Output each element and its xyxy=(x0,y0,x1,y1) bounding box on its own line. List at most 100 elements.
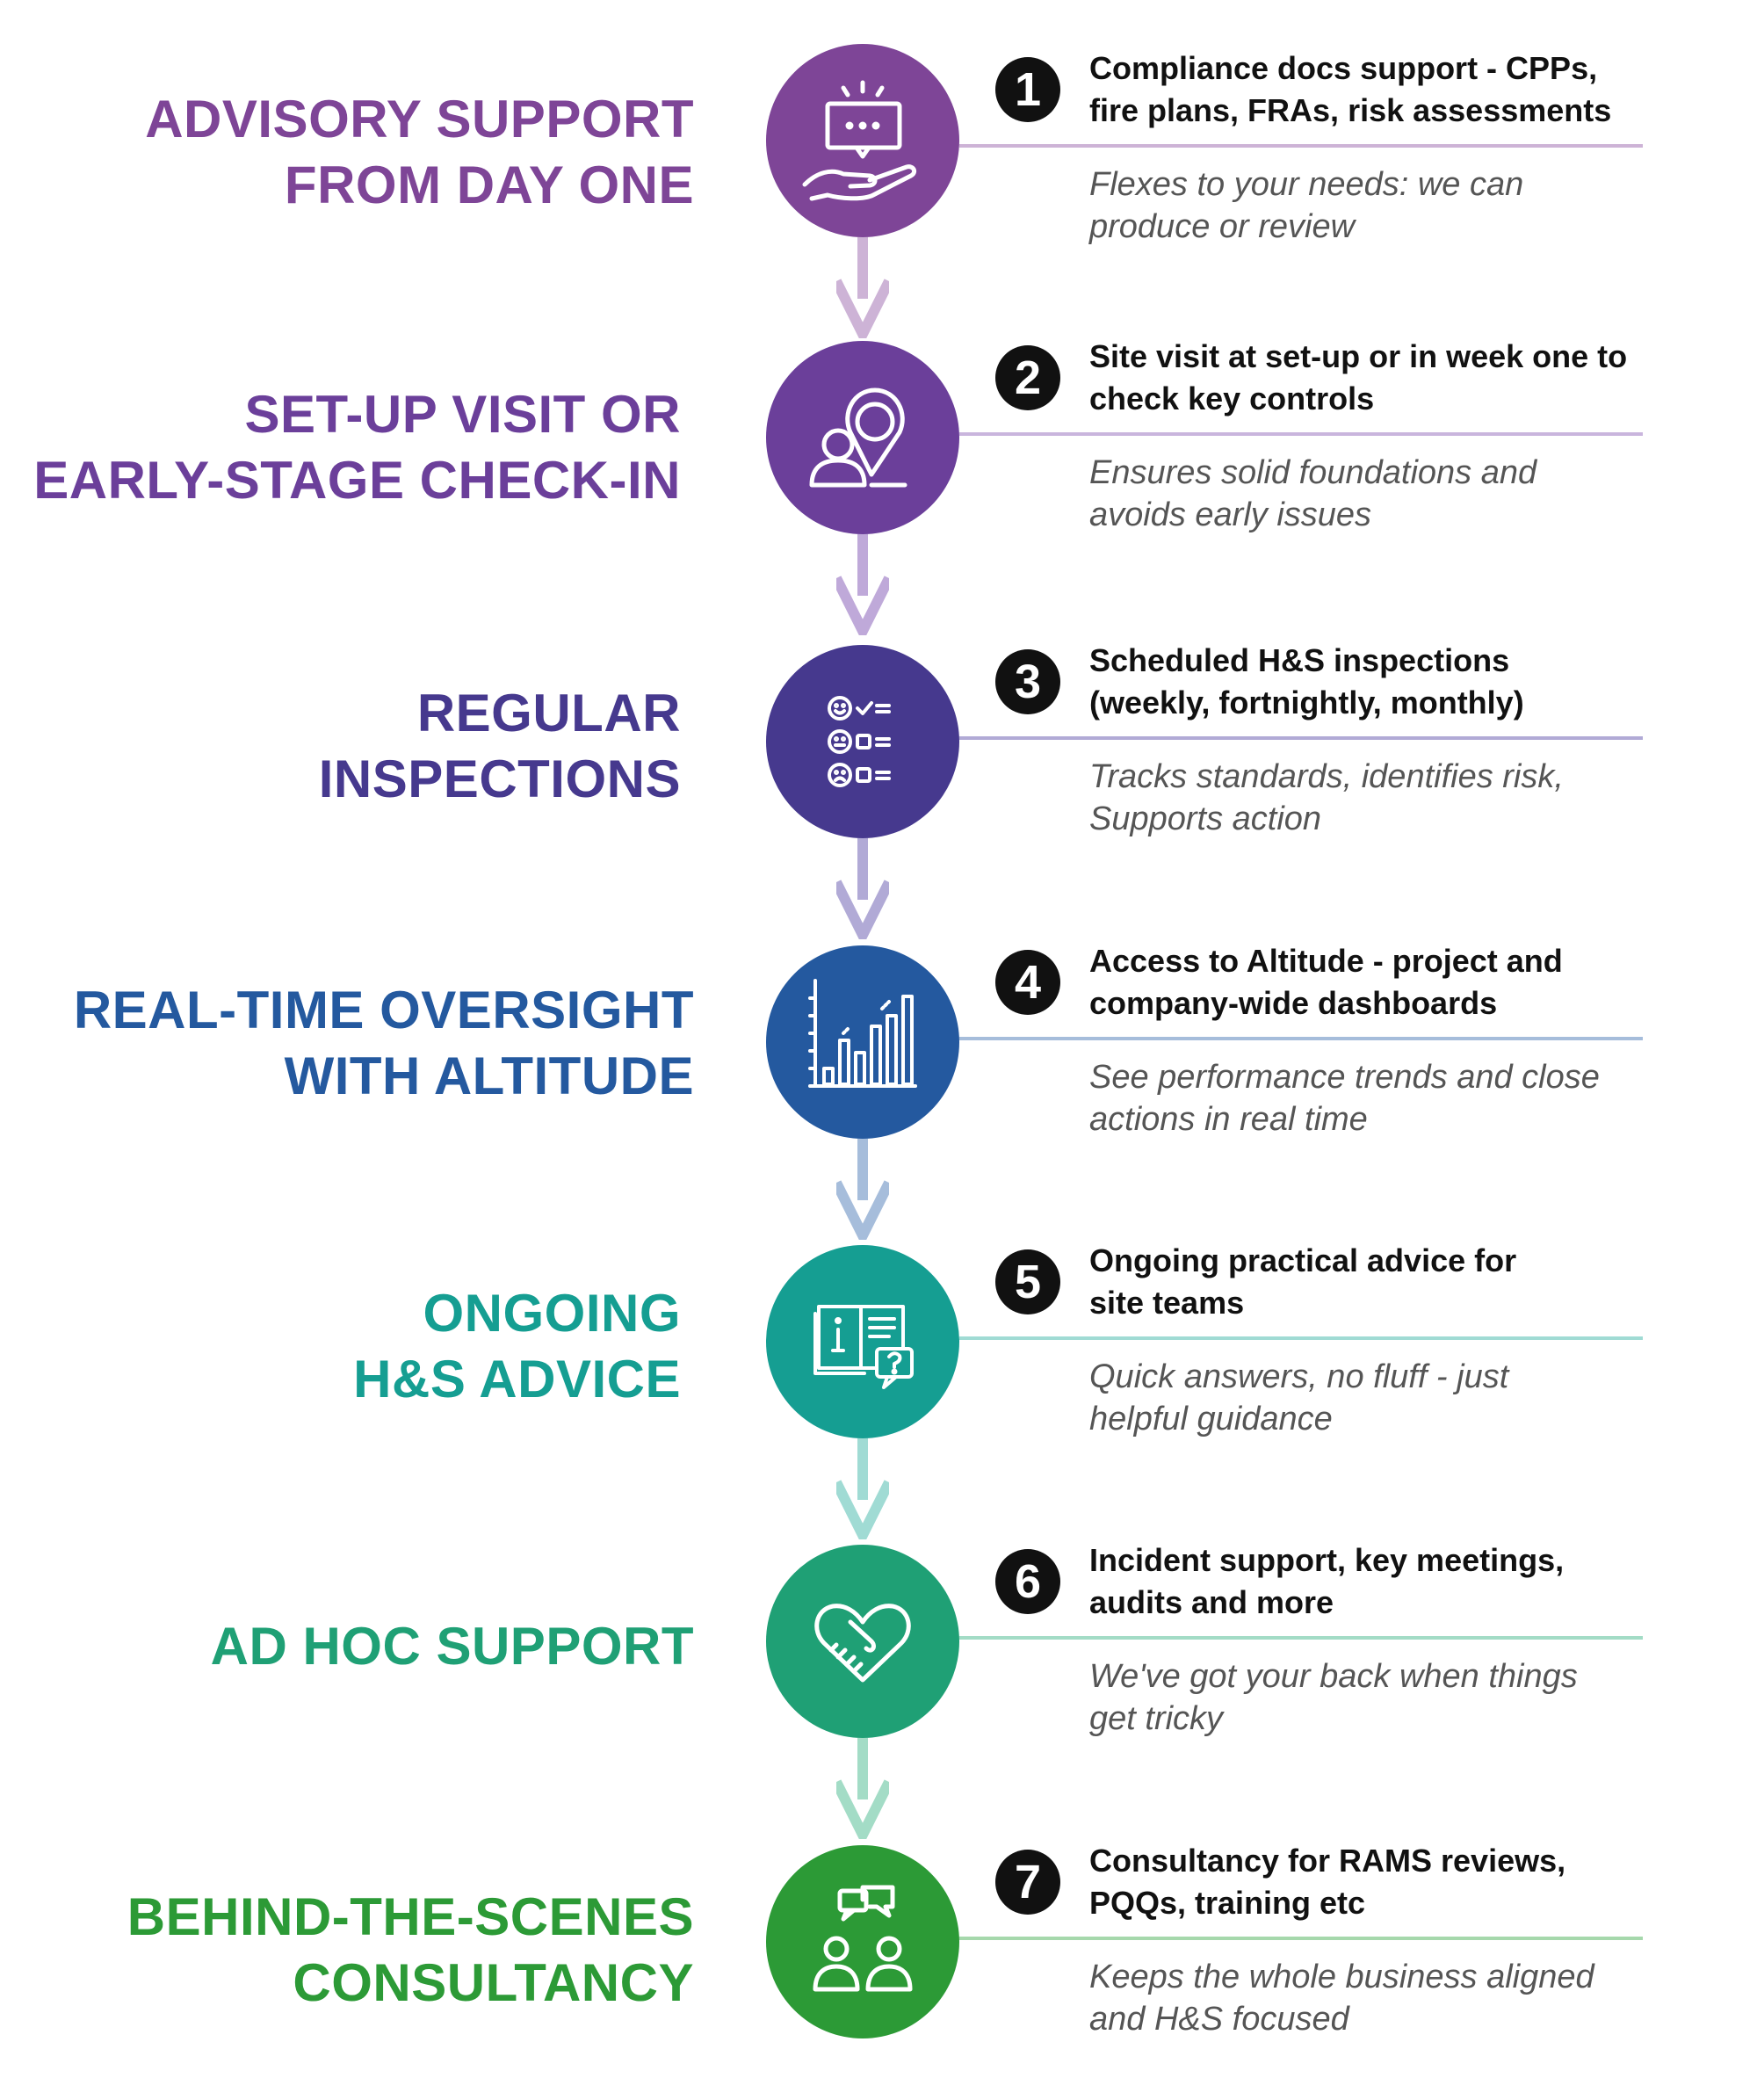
detail-line: avoids early issues xyxy=(1089,496,1372,533)
step-lead-text: Scheduled H&S inspections (weekly, fortn… xyxy=(1089,640,1722,724)
bar-chart-icon xyxy=(808,979,917,1088)
detail-line: actions in real time xyxy=(1089,1101,1368,1138)
step-number-badge: 3 xyxy=(995,649,1060,714)
step-lead-text: Consultancy for RAMS reviews, PQQs, trai… xyxy=(1089,1840,1722,1924)
step-detail-text: Quick answers, no fluff - just helpful g… xyxy=(1089,1356,1634,1440)
step-number-badge: 1 xyxy=(995,57,1060,122)
title-line: WITH ALTITUDE xyxy=(284,1046,694,1105)
step-7: BEHIND-THE-SCENES CONSULTANCY 7 Consulta… xyxy=(0,1801,1757,2100)
step-detail-text: Tracks standards, identifies risk, Suppo… xyxy=(1089,756,1634,840)
step-number-badge: 7 xyxy=(995,1850,1060,1915)
detail-line: Keeps the whole business aligned xyxy=(1089,1959,1594,1995)
detail-line: produce or review xyxy=(1089,208,1356,245)
title-line: FROM DAY ONE xyxy=(284,156,694,214)
title-line: ADVISORY SUPPORT xyxy=(145,90,694,148)
info-book-question-icon xyxy=(813,1305,914,1389)
step-detail-text: See performance trends and close actions… xyxy=(1089,1056,1634,1141)
divider-line xyxy=(959,1937,1643,1940)
divider-line xyxy=(959,432,1643,436)
hand-speech-bubble-icon xyxy=(802,80,917,201)
step-number-badge: 5 xyxy=(995,1249,1060,1314)
title-line: H&S ADVICE xyxy=(353,1350,681,1408)
title-line: SET-UP VISIT OR xyxy=(244,385,681,444)
down-arrow xyxy=(836,237,889,338)
step-lead-text: Compliance docs support - CPPs, fire pla… xyxy=(1089,47,1722,132)
down-arrow xyxy=(836,1438,889,1539)
lead-line: Access to Altitude - project and xyxy=(1089,943,1563,979)
step-detail-text: We've got your back when things get tric… xyxy=(1089,1655,1634,1740)
step-number-badge: 2 xyxy=(995,345,1060,410)
people-chat-icon xyxy=(813,1885,913,1992)
step-circle xyxy=(766,1245,959,1438)
lead-line: Incident support, key meetings, xyxy=(1089,1542,1565,1578)
divider-line xyxy=(959,1037,1643,1040)
step-title: SET-UP VISIT OR EARLY-STAGE CHECK-IN xyxy=(0,381,681,513)
detail-line: See performance trends and close xyxy=(1089,1059,1600,1096)
step-4: REAL-TIME OVERSIGHT WITH ALTITUDE 4 Acce… xyxy=(0,902,1757,1240)
step-number-badge: 4 xyxy=(995,950,1060,1015)
lead-line: check key controls xyxy=(1089,380,1375,416)
down-arrow xyxy=(836,838,889,939)
divider-line xyxy=(959,1636,1643,1640)
title-line: CONSULTANCY xyxy=(293,1953,694,2012)
title-line: AD HOC SUPPORT xyxy=(210,1617,694,1676)
step-3: REGULAR INSPECTIONS 3 Scheduled H&S insp… xyxy=(0,601,1757,939)
down-arrow xyxy=(836,534,889,635)
lead-line: fire plans, FRAs, risk assessments xyxy=(1089,92,1612,128)
lead-line: company-wide dashboards xyxy=(1089,985,1498,1021)
handshake-heart-icon xyxy=(814,1604,911,1683)
title-line: INSPECTIONS xyxy=(318,749,681,808)
step-1: ADVISORY SUPPORT FROM DAY ONE 1 Complian… xyxy=(0,0,1757,338)
lead-line: audits and more xyxy=(1089,1584,1334,1620)
step-lead-text: Incident support, key meetings, audits a… xyxy=(1089,1539,1722,1624)
step-6: AD HOC SUPPORT 6 Incident support, key m… xyxy=(0,1501,1757,1839)
detail-line: Ensures solid foundations and xyxy=(1089,454,1537,491)
lead-line: Site visit at set-up or in week one to xyxy=(1089,338,1628,374)
title-line: REAL-TIME OVERSIGHT xyxy=(73,981,694,1039)
step-title: AD HOC SUPPORT xyxy=(0,1613,694,1679)
divider-line xyxy=(959,1336,1643,1340)
step-circle xyxy=(766,1845,959,2038)
lead-line: (weekly, fortnightly, monthly) xyxy=(1089,684,1524,721)
step-lead-text: Access to Altitude - project and company… xyxy=(1089,940,1722,1025)
lead-line: Ongoing practical advice for xyxy=(1089,1242,1517,1278)
detail-line: We've got your back when things xyxy=(1089,1658,1578,1695)
lead-line: PQQs, training etc xyxy=(1089,1885,1366,1921)
step-circle xyxy=(766,945,959,1139)
step-circle xyxy=(766,44,959,237)
step-5: ONGOING H&S ADVICE 5 Ongoing practical a… xyxy=(0,1201,1757,1539)
lead-line: Consultancy for RAMS reviews, xyxy=(1089,1843,1566,1879)
step-title: REAL-TIME OVERSIGHT WITH ALTITUDE xyxy=(0,977,694,1109)
lead-line: Scheduled H&S inspections xyxy=(1089,642,1510,678)
divider-line xyxy=(959,144,1643,148)
step-2: SET-UP VISIT OR EARLY-STAGE CHECK-IN 2 S… xyxy=(0,297,1757,635)
lead-line: site teams xyxy=(1089,1285,1245,1321)
step-title: REGULAR INSPECTIONS xyxy=(0,680,681,812)
step-circle xyxy=(766,645,959,838)
step-circle xyxy=(766,1545,959,1738)
detail-line: Supports action xyxy=(1089,800,1322,837)
detail-line: Quick answers, no fluff - just xyxy=(1089,1358,1509,1395)
lead-line: Compliance docs support - CPPs, xyxy=(1089,50,1598,86)
detail-line: and H&S focused xyxy=(1089,2001,1349,2038)
title-line: BEHIND-THE-SCENES xyxy=(127,1887,694,1946)
step-lead-text: Site visit at set-up or in week one to c… xyxy=(1089,336,1722,420)
detail-line: Tracks standards, identifies risk, xyxy=(1089,758,1564,795)
divider-line xyxy=(959,736,1643,740)
down-arrow xyxy=(836,1738,889,1839)
down-arrow xyxy=(836,1139,889,1240)
step-circle xyxy=(766,341,959,534)
detail-line: Flexes to your needs: we can xyxy=(1089,166,1524,203)
step-title: ONGOING H&S ADVICE xyxy=(0,1280,681,1412)
detail-line: get tricky xyxy=(1089,1700,1224,1737)
title-line: ONGOING xyxy=(423,1284,681,1343)
step-lead-text: Ongoing practical advice for site teams xyxy=(1089,1240,1722,1324)
detail-line: helpful guidance xyxy=(1089,1401,1333,1437)
step-number-badge: 6 xyxy=(995,1549,1060,1614)
step-detail-text: Keeps the whole business aligned and H&S… xyxy=(1089,1956,1634,2040)
title-line: REGULAR xyxy=(416,684,681,742)
step-detail-text: Ensures solid foundations and avoids ear… xyxy=(1089,452,1634,536)
feedback-checklist-icon xyxy=(828,696,891,787)
title-line: EARLY-STAGE CHECK-IN xyxy=(33,451,681,510)
person-location-pin-icon xyxy=(809,387,907,488)
